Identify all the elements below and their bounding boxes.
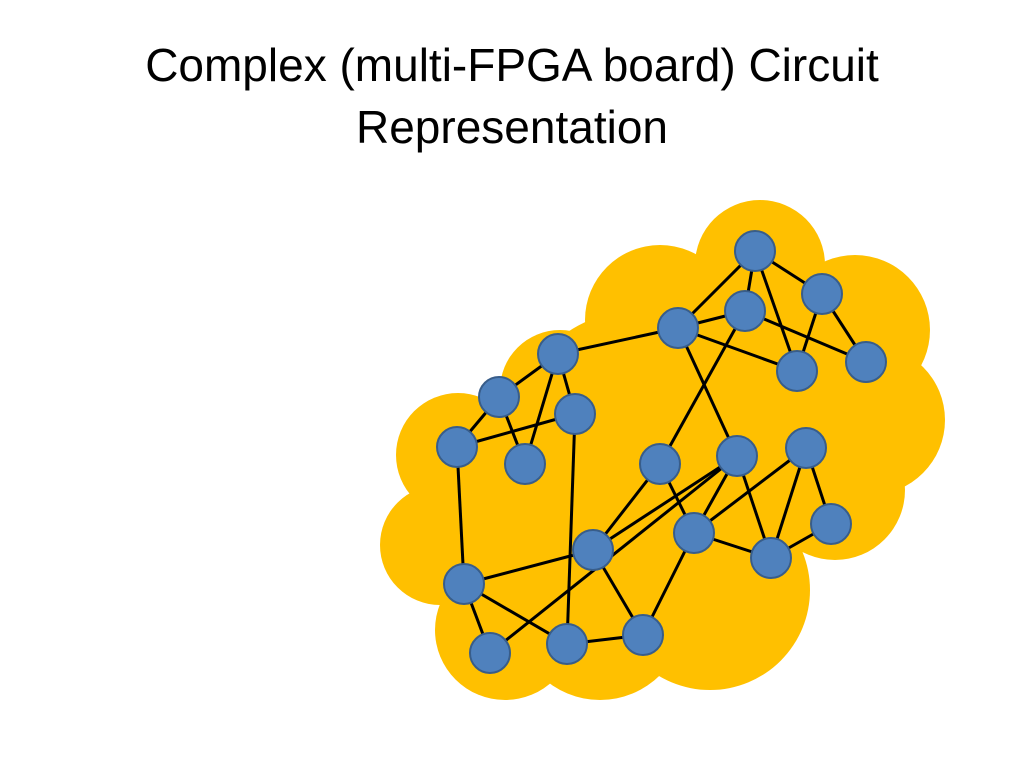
graph-nodes xyxy=(436,230,887,674)
circuit-node xyxy=(436,426,478,468)
circuit-node xyxy=(546,623,588,665)
circuit-edge xyxy=(676,327,739,457)
circuit-edge xyxy=(744,309,867,364)
circuit-node xyxy=(572,529,614,571)
circuit-node xyxy=(639,443,681,485)
circuit-node xyxy=(537,333,579,375)
circuit-node xyxy=(845,341,887,383)
circuit-edge xyxy=(677,326,798,373)
circuit-node xyxy=(724,290,766,332)
circuit-node xyxy=(554,393,596,435)
slide-title-line-1: Complex (multi-FPGA board) Circuit xyxy=(145,39,879,91)
circuit-edge xyxy=(565,413,577,645)
circuit-node xyxy=(734,230,776,272)
circuit-node xyxy=(622,614,664,656)
slide-title: Complex (multi-FPGA board) Circuit Repre… xyxy=(60,34,964,158)
circuit-edge xyxy=(592,454,738,552)
circuit-edge xyxy=(455,446,466,585)
circuit-edge xyxy=(658,310,747,465)
circuit-node xyxy=(750,537,792,579)
circuit-node xyxy=(673,512,715,554)
slide-title-line-2: Representation xyxy=(356,101,668,153)
circuit-node xyxy=(478,376,520,418)
circuit-node xyxy=(810,503,852,545)
circuit-node xyxy=(716,435,758,477)
circuit-node xyxy=(801,273,843,315)
circuit-edge xyxy=(753,250,799,372)
circuit-node xyxy=(776,350,818,392)
circuit-edge xyxy=(463,548,594,586)
circuit-node xyxy=(504,443,546,485)
circuit-node xyxy=(785,427,827,469)
circuit-node xyxy=(469,632,511,674)
cloud-lobe xyxy=(420,400,580,560)
circuit-edge xyxy=(693,446,807,535)
circuit-node xyxy=(443,563,485,605)
circuit-node xyxy=(657,307,699,349)
